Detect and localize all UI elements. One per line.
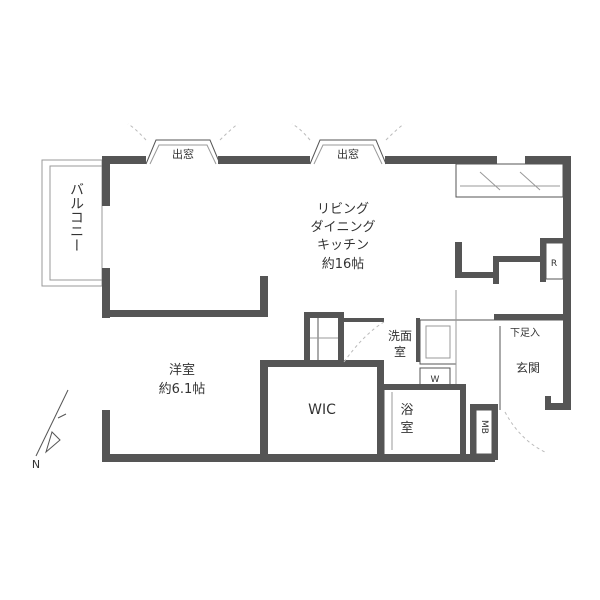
shoe-box-label: 下足入 [510,327,540,339]
bay-window-left-frame [145,139,221,165]
washroom-vanity [419,319,457,365]
wall-western-right-upper [260,276,268,317]
wall-washroom-top [344,318,384,322]
wall-right-bottom [545,403,571,410]
wall-top-mid [218,156,310,164]
kitchen-counter [455,163,564,198]
wall-fridge-top [540,238,563,243]
wall-left-mid [102,268,110,318]
ldk-label-line2: ダイニング [310,220,375,235]
bay-window-left-swing [127,123,239,141]
ldk-label-line1: リビング [317,202,369,217]
western-room-label: 洋室 [169,362,195,378]
wall-storage-right [338,312,344,367]
wall-washroom-right [416,318,420,362]
wall-left-upper [102,156,110,206]
balcony-label: バルコニー [68,182,84,252]
ldk-size-label: 約16帖 [322,257,365,272]
bath-label-line2: 室 [400,420,413,436]
western-room-size: 約6.1帖 [159,382,206,397]
wall-right [563,156,571,410]
balcony-inner [49,165,103,281]
mb-box [475,409,493,455]
ldk-label-line3: キッチン [317,238,369,253]
washer-label: W [431,375,440,385]
compass-line [35,389,69,457]
compass-label: N [32,458,40,471]
bay-window-right-label: 出窓 [337,147,359,161]
wall-top-left [102,156,146,164]
wall-storage-top [304,312,340,318]
bay-window-right-swing [291,123,405,141]
wall-bath-top [384,384,466,390]
wall-wic-top [260,360,384,367]
washroom-label-line2: 室 [394,344,406,359]
wall-storage-left [304,312,310,362]
fridge-label: R [551,259,557,269]
wall-western-right-lower [260,360,268,462]
bay-window-left-label: 出窓 [172,147,194,161]
compass-arrow [45,431,61,454]
entrance-label: 玄関 [516,360,540,375]
bath-label-line1: 浴 [400,403,413,418]
shoe-box-wall [494,314,563,320]
bay-window-left-frame-inner [149,144,217,165]
entrance-door-jamb [545,396,551,410]
wall-kitchen-pass [455,272,495,278]
wall-top-far-right [525,156,571,164]
wall-western-top [102,310,268,317]
entrance-door-swing [504,411,546,453]
wall-bath-right [460,384,466,462]
wall-kitchen-island [455,242,462,278]
washroom-label-line1: 洗面 [388,329,412,343]
wall-bottom [102,454,495,462]
wall-kitchen-pass-b [493,256,499,284]
bay-window-right-frame [309,139,387,165]
wall-wic-right [377,360,384,462]
compass-tick [57,413,67,419]
wall-top-right [385,156,497,164]
kitchen-range [479,171,541,191]
wall-fridge-box [540,238,546,282]
wall-kitchen-pass-c [493,256,540,262]
wic-label: WIC [308,402,336,418]
bay-window-right-frame-inner [313,144,383,165]
washroom-vanity-inner [425,325,451,359]
wall-left-lower [102,410,110,462]
mb-label: MB [479,420,489,434]
washroom-door-swing [343,321,385,363]
fridge-box [545,242,564,280]
